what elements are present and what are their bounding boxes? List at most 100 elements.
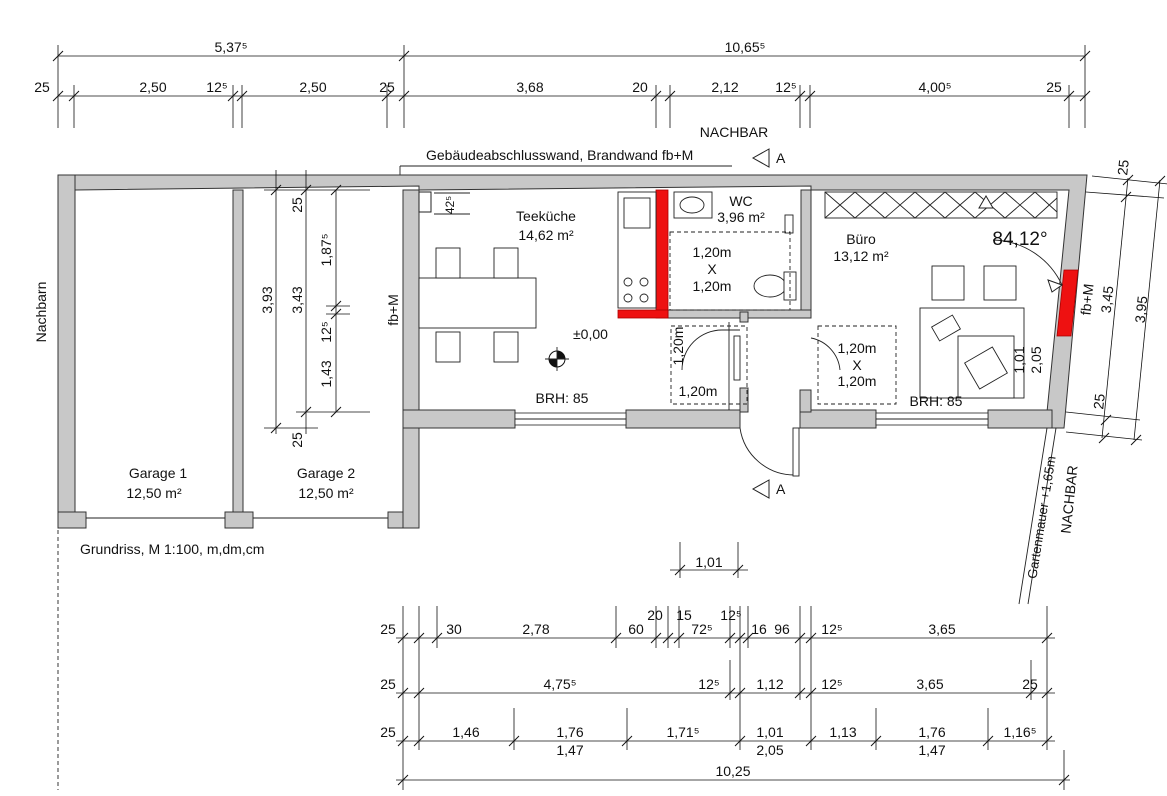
doors bbox=[670, 322, 897, 477]
dim-bottom1: 15 bbox=[676, 607, 692, 623]
room-name-buero: Büro bbox=[846, 231, 876, 247]
kitchen-furniture bbox=[418, 191, 657, 371]
turning-w: 1,20m bbox=[670, 327, 686, 366]
dim-left-v: 3,43 bbox=[289, 286, 305, 313]
dim-wall-42: 42⁵ bbox=[443, 196, 457, 214]
dim-top: 12⁵ bbox=[775, 79, 796, 95]
dim-bottom1: 12⁵ bbox=[720, 607, 741, 623]
dim-top: 2,50 bbox=[139, 79, 166, 95]
dim-bottom2: 4,75⁵ bbox=[543, 676, 576, 692]
wc-furniture bbox=[669, 191, 797, 311]
dim-bottom1: 30 bbox=[446, 621, 462, 637]
turning-h: 1,20m bbox=[693, 278, 732, 294]
dim-bottom2: 12⁵ bbox=[698, 676, 719, 692]
room-area-wc: 3,96 m² bbox=[717, 209, 765, 225]
turning-x: X bbox=[852, 357, 862, 373]
walls bbox=[57, 174, 1088, 529]
firewall-kitchen bbox=[655, 189, 669, 319]
dim-right-v: 25 bbox=[1090, 393, 1108, 410]
angle-label: 84,12° bbox=[992, 229, 1047, 250]
dim-bottom2: 25 bbox=[1022, 676, 1038, 692]
brh-kitchen: BRH: 85 bbox=[536, 390, 589, 406]
turning-x: X bbox=[707, 261, 717, 277]
dim-top: 25 bbox=[34, 79, 50, 95]
dim-bottom3: 1,16⁵ bbox=[1003, 724, 1036, 740]
dim-door-101: 1,01 bbox=[695, 554, 722, 570]
dim-top: 25 bbox=[379, 79, 395, 95]
dim-total-left: 5,37⁵ bbox=[214, 39, 247, 55]
room-area-teekueche: 14,62 m² bbox=[518, 227, 574, 243]
dim-right-v: 3,45 bbox=[1098, 285, 1117, 314]
dim-bottom3: 1,46 bbox=[452, 724, 479, 740]
room-name-wc: WC bbox=[729, 193, 752, 209]
dim-bottom1: 60 bbox=[628, 621, 644, 637]
fbm-label-left: fb+M bbox=[385, 294, 401, 326]
dim-bottom3: 1,47 bbox=[556, 742, 583, 758]
label-nachbar-top: NACHBAR bbox=[700, 124, 768, 140]
brh-office: BRH: 85 bbox=[910, 393, 963, 409]
dim-left-v: 25 bbox=[289, 432, 305, 448]
dim-bottom1: 96 bbox=[774, 621, 790, 637]
label-nachbarn-left: Nachbarn bbox=[33, 282, 49, 343]
dim-bottom2: 25 bbox=[380, 676, 396, 692]
legend: Grundriss, M 1:100, m,dm,cm bbox=[80, 541, 264, 557]
room-area-buero: 13,12 m² bbox=[833, 248, 889, 264]
dim-buero-101: 1,01 bbox=[1011, 346, 1027, 373]
dim-left-v: 1,87⁵ bbox=[318, 233, 334, 266]
dim-bottom2: 1,12 bbox=[756, 676, 783, 692]
dim-bottom3: 1,71⁵ bbox=[666, 724, 699, 740]
dim-top: 4,00⁵ bbox=[918, 79, 951, 95]
door-dimension bbox=[670, 542, 748, 578]
dim-bottom3: 1,01 bbox=[756, 724, 783, 740]
dim-bottom1: 12⁵ bbox=[821, 621, 842, 637]
dim-bottom1: 72⁵ bbox=[691, 621, 712, 637]
dim-top: 2,12 bbox=[711, 79, 738, 95]
firewall-buero bbox=[1056, 269, 1079, 337]
dim-bottom3: 1,47 bbox=[918, 742, 945, 758]
dim-bottom3: 1,76 bbox=[918, 724, 945, 740]
dim-top: 3,68 bbox=[516, 79, 543, 95]
room-name-garage1: Garage 1 bbox=[129, 465, 188, 481]
dim-bottom1: 25 bbox=[380, 621, 396, 637]
dim-total-right: 10,65⁵ bbox=[725, 39, 766, 55]
dim-bottom2: 12⁵ bbox=[821, 676, 842, 692]
dim-top: 25 bbox=[1046, 79, 1062, 95]
top-dimensions: 5,37⁵ 10,65⁵ 25 2,50 12⁵ 2,50 25 3,68 20… bbox=[34, 39, 1091, 128]
left-vertical-dimensions bbox=[264, 170, 370, 434]
dim-bottom1: 2,78 bbox=[522, 621, 549, 637]
office-furniture bbox=[824, 191, 1064, 399]
dim-left-v: 1,43 bbox=[318, 360, 334, 387]
dim-right-v: 3,95 bbox=[1132, 295, 1151, 324]
right-dimensions bbox=[1018, 174, 1167, 605]
dim-bottom1: 20 bbox=[647, 607, 663, 623]
dim-bottom3: 1,13 bbox=[829, 724, 856, 740]
dim-top: 12⁵ bbox=[206, 79, 227, 95]
dim-top: 2,50 bbox=[299, 79, 326, 95]
dim-left-v: 12⁵ bbox=[318, 321, 334, 342]
section-mark-top: A bbox=[751, 148, 786, 168]
turning-w: 1,20m bbox=[838, 340, 877, 356]
room-area-garage1: 12,50 m² bbox=[126, 485, 182, 501]
turning-h: 1,20m bbox=[679, 383, 718, 399]
dim-bottom3: 1,76 bbox=[556, 724, 583, 740]
room-area-garage2: 12,50 m² bbox=[298, 485, 354, 501]
dim-bottom-total: 10,25 bbox=[715, 763, 750, 779]
dim-left-v: 25 bbox=[289, 197, 305, 213]
section-mark-bottom: A bbox=[751, 479, 786, 499]
bottom-dimensions bbox=[396, 606, 1070, 790]
label-nachbar-right: NACHBAR bbox=[1057, 465, 1080, 535]
dim-bottom2: 3,65 bbox=[916, 676, 943, 692]
dim-left-v: 3,93 bbox=[259, 286, 275, 313]
turning-h: 1,20m bbox=[838, 373, 877, 389]
dim-right-v: 25 bbox=[1114, 159, 1132, 176]
firewall-kitchen-foot bbox=[617, 309, 669, 319]
section-label: A bbox=[776, 481, 786, 497]
label-gartenmauer: Gartenmauer +1,65m bbox=[1024, 455, 1058, 580]
dim-top: 20 bbox=[632, 79, 648, 95]
turning-w: 1,20m bbox=[693, 244, 732, 260]
room-name-garage2: Garage 2 bbox=[297, 465, 356, 481]
height-level: ±0,00 bbox=[573, 326, 608, 342]
dim-bottom3: 2,05 bbox=[756, 742, 783, 758]
label-firewall: Gebäudeabschlusswand, Brandwand fb+M bbox=[426, 147, 693, 163]
